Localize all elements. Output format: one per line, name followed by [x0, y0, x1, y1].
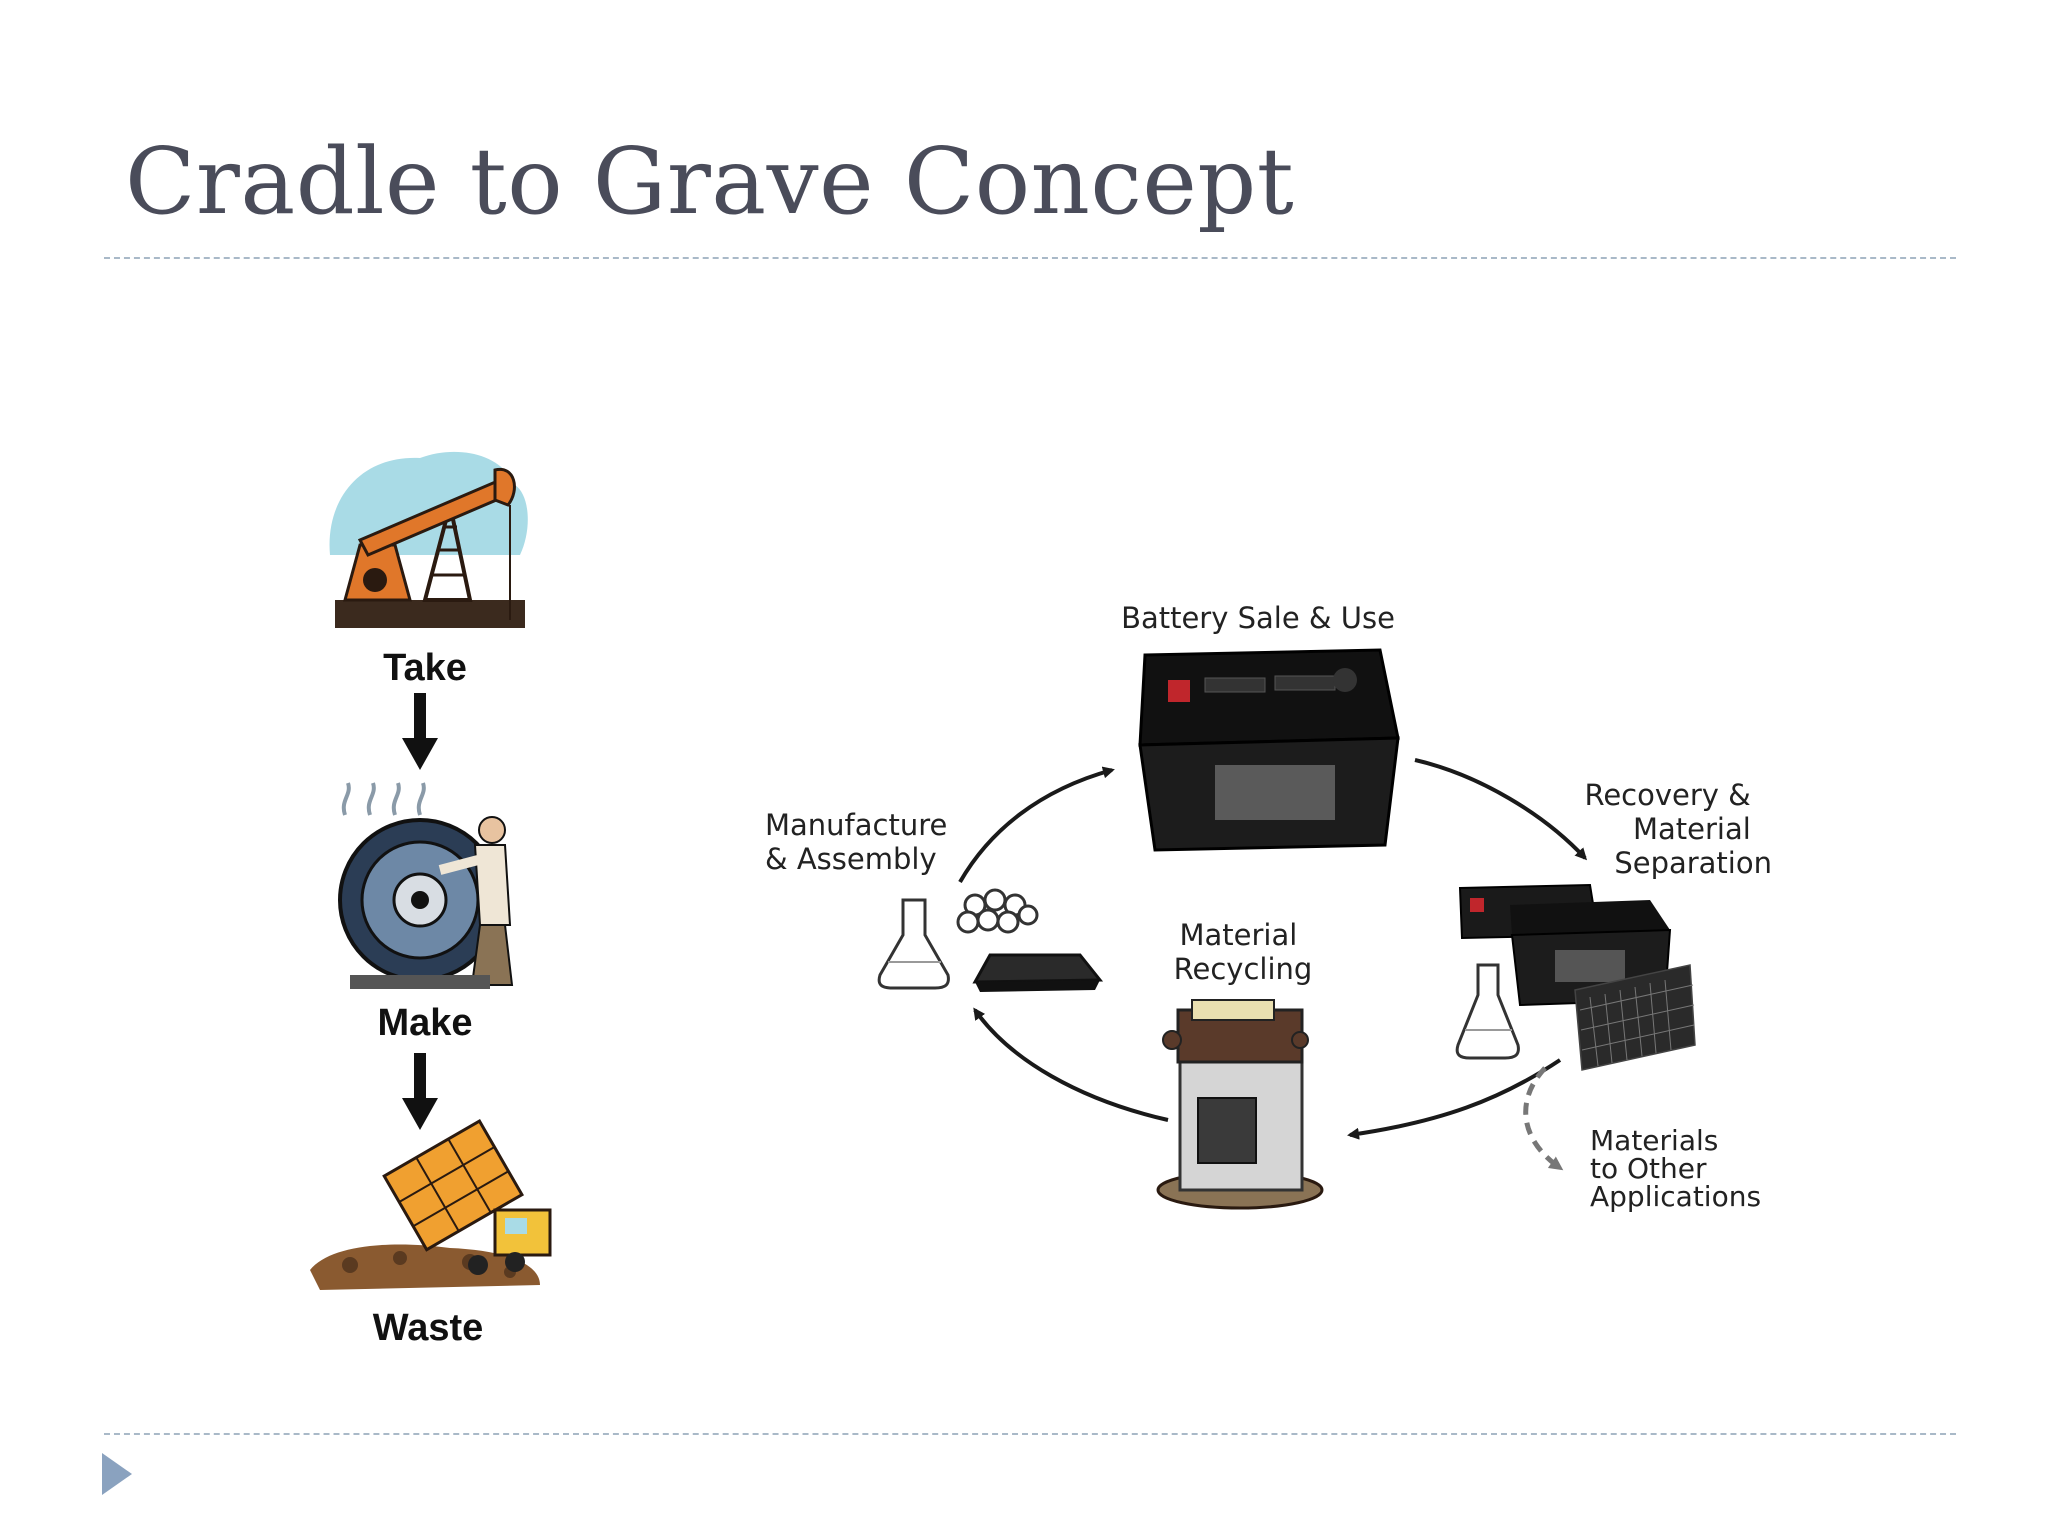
oil-pump-icon — [329, 451, 528, 628]
factory-worker-icon — [338, 782, 514, 989]
slide-bullet-arrow-icon — [102, 1453, 132, 1495]
arrow-to-other-applications — [1523, 1066, 1564, 1171]
stage-manufacture-label: Manufacture & Assembly — [765, 808, 957, 876]
waste-label: Waste — [373, 1307, 484, 1349]
slide-title: Cradle to Grave Concept — [125, 128, 1295, 235]
dump-truck-icon — [310, 1118, 552, 1290]
make-label: Make — [377, 1002, 472, 1044]
take-label: Take — [383, 647, 467, 689]
footer-divider — [104, 1433, 1956, 1435]
down-arrow-2 — [402, 1053, 438, 1130]
battery-icon — [1138, 648, 1400, 852]
flask-icon-left — [877, 898, 950, 990]
down-arrow-1 — [402, 693, 438, 770]
arrow-recycling-to-manufacture — [973, 1007, 1169, 1122]
stage-recycling-label: Material Recycling — [1174, 918, 1313, 986]
separated-battery-icon — [1458, 883, 1696, 1071]
title-divider — [104, 257, 1956, 259]
lead-ingot-icon — [972, 953, 1104, 992]
arrow-sale-to-recovery — [1414, 758, 1588, 861]
arrow-manufacture-to-sale — [958, 766, 1115, 884]
pellets-icon — [956, 888, 1039, 934]
flask-icon-right — [1455, 963, 1520, 1060]
stage-sale-label: Battery Sale & Use — [1121, 601, 1395, 635]
stage-recovery-label: Recovery & Material Separation — [1584, 778, 1772, 880]
side-output-label: Materials to Other Applications — [1590, 1124, 1761, 1213]
smelter-icon — [1156, 999, 1324, 1210]
